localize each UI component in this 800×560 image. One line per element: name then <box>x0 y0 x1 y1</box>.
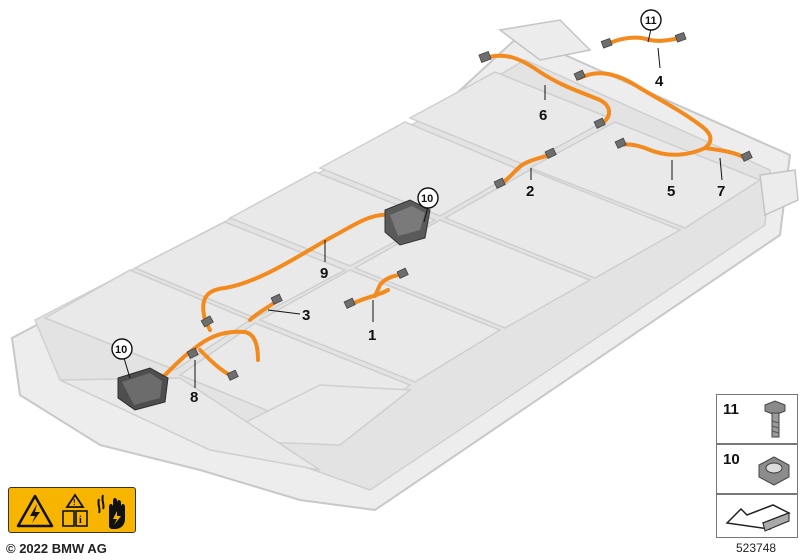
callout-7: 7 <box>717 183 725 200</box>
callout-9: 9 <box>320 265 328 282</box>
callouts: 1 2 3 4 5 6 7 8 9 10 10 11 <box>111 9 725 406</box>
leader-lines <box>123 28 723 388</box>
svg-text:i: i <box>79 515 82 526</box>
cable-4 <box>603 35 682 47</box>
distribution-unit-front <box>117 367 169 411</box>
legend-number-11: 11 <box>723 401 739 418</box>
battery-modules <box>43 71 762 471</box>
bolt-icon <box>764 400 786 438</box>
callout-4: 4 <box>655 73 664 90</box>
cable-2 <box>498 153 552 187</box>
callout-10-front: 10 <box>115 344 127 356</box>
callout-10-front-circle <box>111 338 133 360</box>
callout-11-circle <box>640 9 662 31</box>
protective-gloves-icon <box>97 494 125 529</box>
svg-text:!: ! <box>73 498 76 507</box>
high-voltage-warning-icon <box>16 494 54 528</box>
cable-harnesses <box>158 35 747 382</box>
battery-tray <box>10 19 799 512</box>
diagram-id: 523748 <box>736 541 777 555</box>
arrow-direction-icon <box>725 504 791 532</box>
callout-3: 3 <box>302 307 310 324</box>
warning-panel: ! i <box>8 487 136 533</box>
callout-2: 2 <box>526 183 534 200</box>
distribution-unit-rear <box>384 199 431 246</box>
callout-6: 6 <box>539 107 547 124</box>
legend-item-10: 10 <box>716 444 798 494</box>
legend-number-10: 10 <box>723 451 740 468</box>
callout-5: 5 <box>667 183 675 200</box>
legend-item-11: 11 <box>716 394 798 444</box>
callout-10-rear: 10 <box>421 193 433 205</box>
read-manual-icon: ! i <box>62 493 88 527</box>
cable-9 <box>201 212 397 322</box>
callout-11: 11 <box>645 15 657 27</box>
copyright-text: © 2022 BMW AG <box>6 541 107 556</box>
connectors <box>186 31 753 381</box>
cable-6 <box>483 53 611 127</box>
callout-10-rear-circle <box>417 187 439 209</box>
legend-direction <box>716 494 798 538</box>
hex-nut-icon <box>758 456 790 486</box>
callout-8: 8 <box>190 389 198 406</box>
callout-1: 1 <box>368 327 376 344</box>
